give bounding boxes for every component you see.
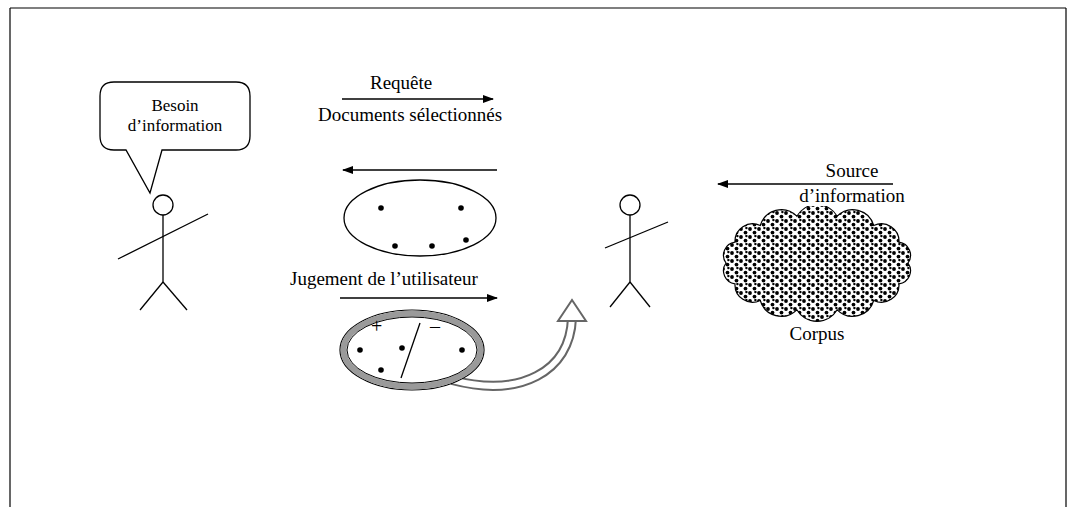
flow-label: Documents sélectionnés [318,104,502,125]
flow-label: Requête [370,72,432,93]
relevance-mark: – [430,314,440,338]
label-holder: Source d’information [793,158,911,208]
system-figure [605,195,668,307]
user-figure [118,195,208,310]
text-holder: + [371,314,382,338]
speech-bubble: Besoin d’information [100,82,250,150]
frame [10,8,1066,507]
bubble-text: Besoin d’information [108,96,242,137]
relevance-mark: + [371,314,382,338]
bubble-outline [100,82,250,193]
label-holder: Jugement de l’utilisateur [290,268,478,290]
text-holder: Besoin d’information [108,96,242,137]
flow-label: Jugement de l’utilisateur [290,268,478,289]
flow-label: Source d’information [799,160,905,206]
ring-outline [340,310,484,390]
text-holder: – [430,314,440,338]
corpus-label: Corpus [712,323,922,346]
corpus-cloud: Corpus [712,203,922,353]
selected-documents-set [344,180,496,256]
text-holder: Corpus [712,323,922,346]
cloud-outline [724,205,911,322]
node-outline [338,308,486,392]
label-holder: Documents sélectionnés [318,104,502,126]
judged-documents-set: +– [338,308,486,392]
label-holder: Requête [370,72,432,94]
